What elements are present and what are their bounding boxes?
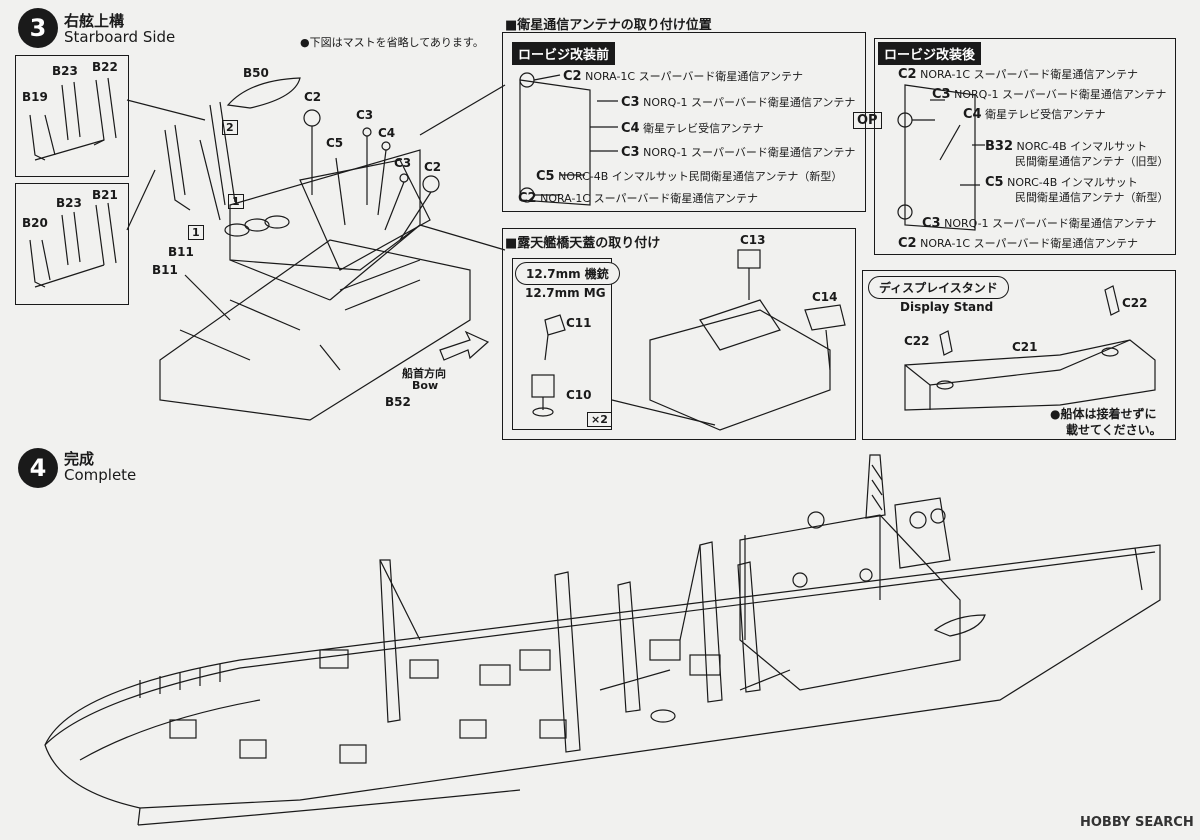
step-4-title-en: Complete bbox=[64, 466, 137, 484]
callout-box-2: 2 bbox=[222, 120, 238, 135]
mg-pill: 12.7mm 機銃 bbox=[515, 262, 620, 285]
antenna-before-item: C2 NORA-1C スーパーバード衛星通信アンテナ bbox=[518, 191, 758, 206]
step-3-number: 3 bbox=[18, 8, 58, 48]
label-b23-upper: B23 bbox=[52, 64, 78, 78]
callout-box-1a: 1 bbox=[228, 194, 244, 209]
label-c22-left: C22 bbox=[904, 334, 930, 348]
mg-en-label: 12.7mm MG bbox=[525, 286, 606, 300]
antenna-after-item: C4 衛星テレビ受信アンテナ bbox=[963, 107, 1106, 122]
stand-note-2: 載せてください。 bbox=[1066, 423, 1162, 437]
display-stand-pill: ディスプレイスタンド bbox=[868, 276, 1009, 299]
antenna-before-item: C3 NORQ-1 スーパーバード衛星通信アンテナ bbox=[621, 145, 856, 160]
bow-label-jp: 船首方向 bbox=[402, 367, 446, 380]
label-c2-right: C2 bbox=[424, 160, 442, 174]
bow-label-en: Bow bbox=[412, 379, 439, 392]
label-c5: C5 bbox=[326, 136, 344, 150]
label-b50: B50 bbox=[243, 66, 269, 80]
watermark: HOBBY SEARCH bbox=[1080, 815, 1194, 830]
step-3-note: ●下図はマストを省略してあります。 bbox=[300, 36, 484, 49]
step-4-title-jp: 完成 bbox=[64, 450, 95, 468]
antenna-after-item-line2: 民間衛星通信アンテナ（新型） bbox=[1015, 191, 1169, 204]
label-b19: B19 bbox=[22, 90, 48, 104]
bridge-roof-title: ■露天艦橋天蓋の取り付け bbox=[505, 236, 661, 251]
label-b21: B21 bbox=[92, 188, 118, 202]
label-b52: B52 bbox=[385, 395, 411, 409]
label-b11-a: B11 bbox=[168, 245, 194, 259]
antenna-before-item: C2 NORA-1C スーパーバード衛星通信アンテナ bbox=[563, 69, 803, 84]
label-c4: C4 bbox=[378, 126, 396, 140]
antenna-position-box bbox=[502, 32, 866, 212]
step-4-number: 4 bbox=[18, 448, 58, 488]
antenna-after-tag: ロービジ改装後 bbox=[878, 42, 982, 65]
antenna-after-item: C3 NORQ-1 スーパーバード衛星通信アンテナ bbox=[932, 87, 1167, 102]
antenna-title: ■衛星通信アンテナの取り付け位置 bbox=[505, 18, 712, 33]
bridge-roof-box bbox=[502, 228, 856, 440]
antenna-before-item: C3 NORQ-1 スーパーバード衛星通信アンテナ bbox=[621, 95, 856, 110]
antenna-before-tag: ロービジ改装前 bbox=[512, 42, 616, 65]
antenna-after-item: C3 NORQ-1 スーパーバード衛星通信アンテナ bbox=[922, 216, 1157, 231]
label-c2-left: C2 bbox=[304, 90, 322, 104]
label-b22: B22 bbox=[92, 60, 118, 74]
stand-note-1: ●船体は接着せずに bbox=[1050, 407, 1157, 421]
antenna-after-item: C5 NORC-4B インマルサット bbox=[985, 175, 1138, 190]
display-stand-en: Display Stand bbox=[900, 300, 994, 314]
antenna-after-item: B32 NORC-4B インマルサット bbox=[985, 139, 1148, 154]
label-c14: C14 bbox=[812, 290, 838, 304]
railing-box-lower bbox=[15, 183, 129, 305]
label-c10: C10 bbox=[566, 388, 592, 402]
mg-inner-box bbox=[512, 258, 612, 430]
label-b20: B20 bbox=[22, 216, 48, 230]
label-b23-lower: B23 bbox=[56, 196, 82, 210]
label-c22-right: C22 bbox=[1122, 296, 1148, 310]
label-c21: C21 bbox=[1012, 340, 1038, 354]
step-3-title-en: Starboard Side bbox=[64, 28, 176, 46]
antenna-before-item: C5 NORC-4B インマルサット民間衛星通信アンテナ（新型） bbox=[536, 169, 843, 184]
x2-badge: ×2 bbox=[587, 412, 612, 427]
step-3-title-jp: 右舷上構 bbox=[64, 12, 125, 30]
antenna-after-item: C2 NORA-1C スーパーバード衛星通信アンテナ bbox=[898, 236, 1138, 251]
antenna-after-item: C2 NORA-1C スーパーバード衛星通信アンテナ bbox=[898, 67, 1138, 82]
label-c13: C13 bbox=[740, 233, 766, 247]
antenna-before-item: C4 衛星テレビ受信アンテナ bbox=[621, 121, 764, 136]
label-c11: C11 bbox=[566, 316, 592, 330]
op-badge: OP bbox=[853, 112, 882, 129]
label-b11-b: B11 bbox=[152, 263, 178, 277]
display-stand-box bbox=[862, 270, 1176, 440]
label-c3-top: C3 bbox=[356, 108, 374, 122]
callout-box-1b: 1 bbox=[188, 225, 204, 240]
antenna-after-item-line2: 民間衛星通信アンテナ（旧型） bbox=[1015, 155, 1169, 168]
label-c3-right: C3 bbox=[394, 156, 412, 170]
antenna-after-box bbox=[874, 38, 1176, 255]
